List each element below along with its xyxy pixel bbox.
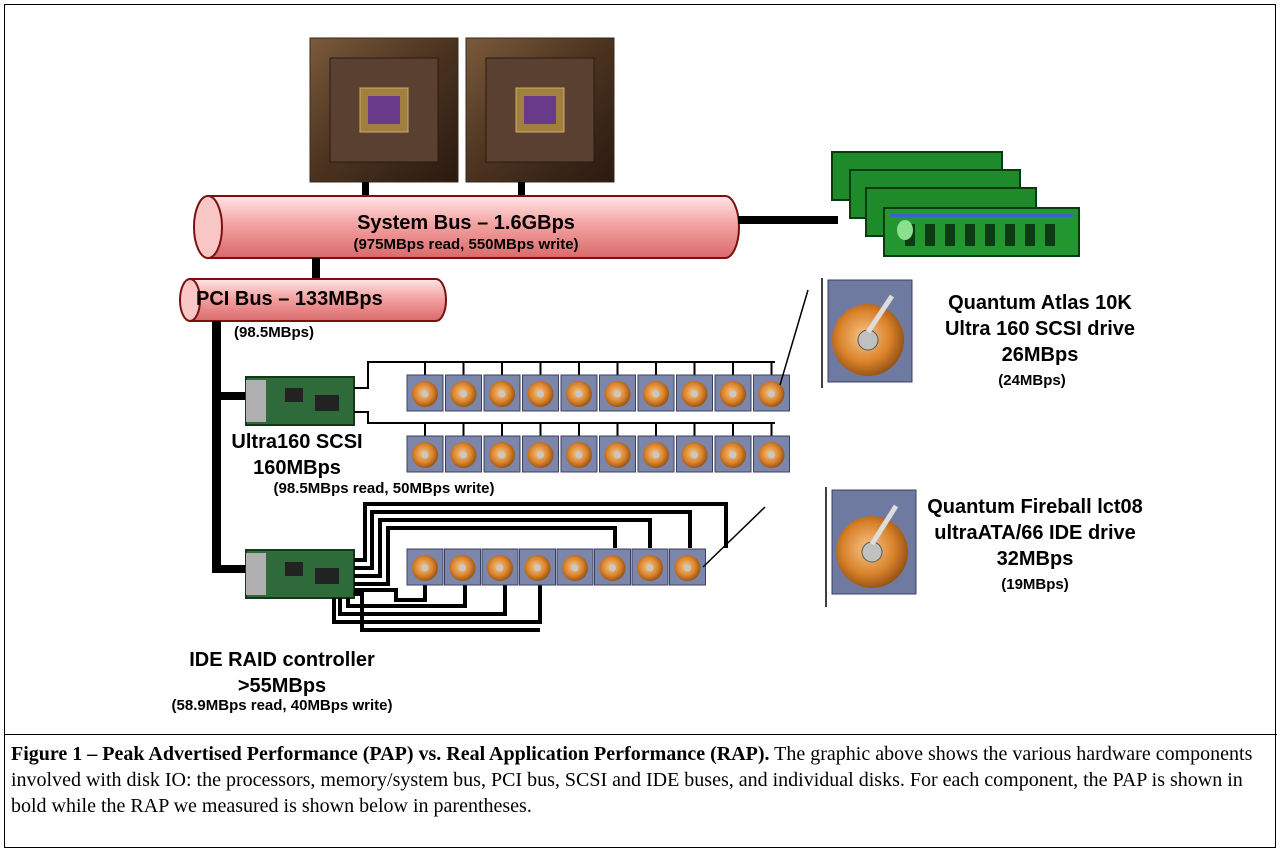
- scsi-disk-icon: [637, 422, 675, 473]
- ide-disk-icon: [444, 548, 481, 586]
- ide-controller-pap: >55MBps: [237, 675, 327, 697]
- scsi-disk-icon: [445, 361, 482, 412]
- scsi-controller-card: [245, 376, 355, 426]
- system-bus: [193, 195, 740, 259]
- pci-bus: [179, 278, 447, 322]
- ide-disk-icon: [481, 548, 519, 586]
- scsi-disk-icon: [714, 422, 752, 473]
- ide-drive-pap: 32MBps: [996, 548, 1074, 570]
- pci-bus-title: PCI Bus – 133MBps: [196, 288, 383, 310]
- scsi-disk-icon: [599, 422, 636, 473]
- pci-bus-measured: (98.5MBps): [234, 324, 315, 341]
- scsi-disk-row-1: [406, 361, 790, 412]
- ide-drive-image: [831, 489, 917, 595]
- scsi-controller-pap: 160MBps: [253, 457, 341, 479]
- scsi-disk-row-2: [406, 422, 790, 473]
- scsi-disk-icon: [560, 361, 598, 412]
- scsi-disk-icon: [406, 422, 444, 473]
- scsi-drive-name: Quantum Atlas 10K: [948, 292, 1132, 314]
- caption-body: The graphic above shows the various hard…: [11, 743, 1253, 817]
- ide-drive-measured: (19MBps): [1001, 576, 1069, 593]
- scsi-disk-icon: [676, 422, 713, 473]
- scsi-disk-icon: [406, 361, 444, 412]
- scsi-disk-icon: [753, 361, 790, 412]
- system-bus-measured: (975MBps read, 550MBps write): [353, 236, 579, 253]
- ide-disk-icon: [556, 548, 594, 586]
- scsi-disk-icon: [637, 361, 675, 412]
- scsi-disk-icon: [483, 361, 521, 412]
- caption-title: Figure 1 – Peak Advertised Performance (…: [11, 743, 770, 765]
- figure-caption: Figure 1 – Peak Advertised Performance (…: [5, 734, 1277, 840]
- scsi-disk-icon: [445, 422, 482, 473]
- ide-disk-icon: [406, 548, 444, 586]
- figure-frame: [4, 4, 1276, 848]
- scsi-disk-icon: [560, 422, 598, 473]
- ide-drive-name: Quantum Fireball lct08: [927, 496, 1143, 518]
- cpu-1: [309, 37, 459, 183]
- scsi-disk-icon: [753, 422, 790, 473]
- scsi-disk-icon: [714, 361, 752, 412]
- ide-disk-icon: [519, 548, 556, 586]
- scsi-drive-pap: 26MBps: [1001, 344, 1079, 366]
- scsi-controller-title: Ultra160 SCSI: [231, 431, 363, 453]
- scsi-disk-icon: [522, 422, 559, 473]
- system-bus-title: System Bus – 1.6GBps: [357, 212, 575, 234]
- ide-disk-icon: [631, 548, 669, 586]
- hardware-diagram: [179, 37, 1080, 632]
- ide-disk-row: [406, 548, 706, 586]
- ide-disk-icon: [669, 548, 706, 586]
- scsi-drive-measured: (24MBps): [998, 372, 1066, 389]
- ide-raid-controller-card: [245, 549, 355, 599]
- ide-controller-measured: (58.9MBps read, 40MBps write): [171, 697, 393, 714]
- cpu-2: [465, 37, 615, 183]
- scsi-disk-icon: [599, 361, 636, 412]
- scsi-controller-measured: (98.5MBps read, 50MBps write): [273, 480, 495, 497]
- scsi-disk-icon: [483, 422, 521, 473]
- scsi-disk-icon: [522, 361, 559, 412]
- scsi-drive-type: Ultra 160 SCSI drive: [944, 318, 1136, 340]
- ide-disk-icon: [594, 548, 631, 586]
- ide-controller-title: IDE RAID controller: [189, 649, 375, 671]
- scsi-disk-icon: [676, 361, 713, 412]
- ide-drive-type: ultraATA/66 IDE drive: [934, 522, 1136, 544]
- memory-modules: [831, 151, 1080, 257]
- scsi-drive-image: [827, 279, 913, 383]
